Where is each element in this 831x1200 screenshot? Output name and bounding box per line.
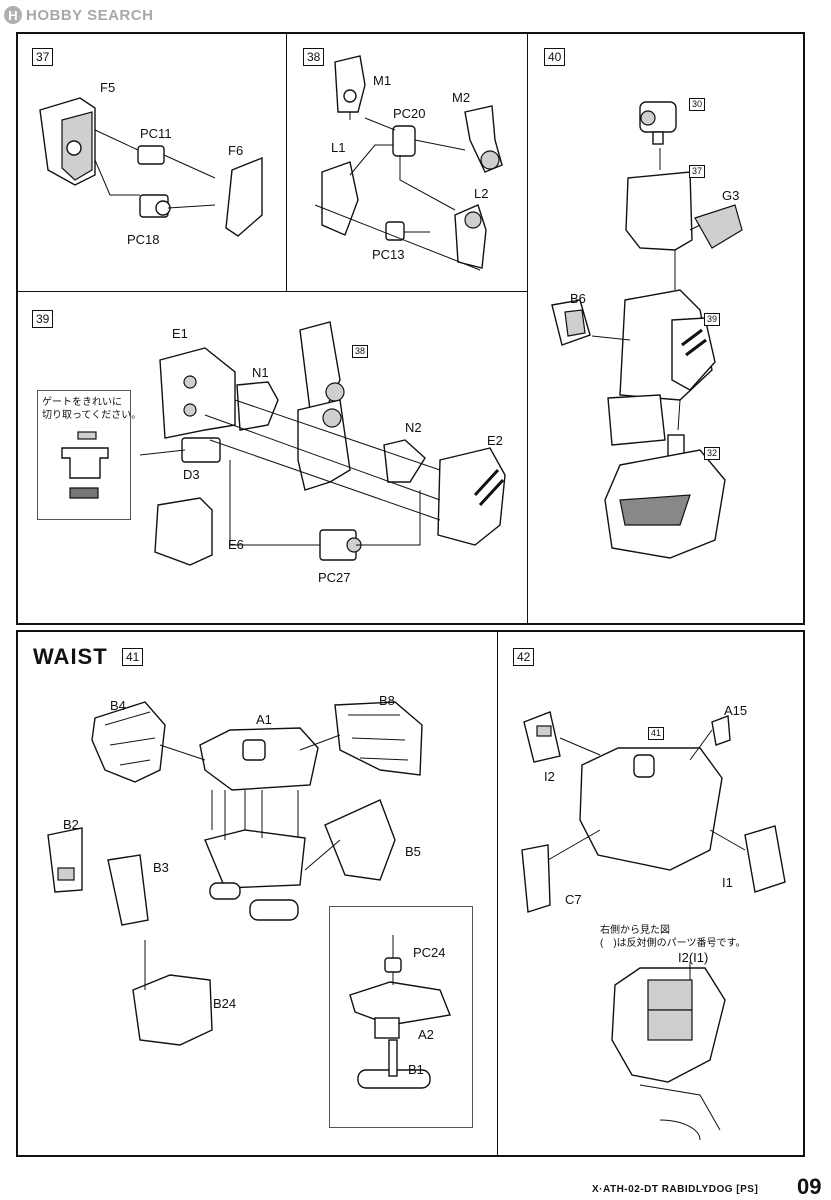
part-label-B8: B8: [379, 693, 395, 708]
part-label-PC20: PC20: [393, 106, 426, 121]
part-label-PC11: PC11: [140, 126, 172, 141]
part-label-PC13: PC13: [372, 247, 405, 262]
watermark-text: HOBBY SEARCH: [26, 6, 154, 24]
part-label-I1: I1: [722, 875, 733, 890]
right-view-note-line2: ( )は反対側のパーツ番号です。: [600, 938, 746, 949]
part-label-G3: G3: [722, 188, 740, 203]
part-label-D3: D3: [183, 467, 200, 482]
step-42-badge: 42: [513, 648, 535, 666]
part-label-B24: B24: [213, 996, 237, 1011]
ref-41-badge-a: 41: [648, 727, 665, 740]
ref-39-badge: 39: [704, 313, 721, 326]
part-label-PC27: PC27: [318, 570, 351, 585]
step-39-badge: 39: [32, 310, 54, 328]
part-label-F6: F6: [228, 143, 244, 158]
ref-37-badge: 37: [689, 165, 706, 178]
part-label-I2: I2: [544, 769, 555, 784]
divider-37-38: [286, 33, 287, 291]
part-label-PC18: PC18: [127, 232, 160, 247]
divider-row: [17, 291, 527, 292]
part-label-E6: E6: [228, 537, 244, 552]
part-label-B3: B3: [153, 860, 169, 875]
part-label-N2: N2: [405, 420, 422, 435]
part-label-E1: E1: [172, 326, 188, 341]
part-label-L1: L1: [331, 140, 346, 155]
watermark-logo: H: [4, 6, 22, 24]
part-label-A15: A15: [724, 703, 748, 718]
step-38-badge: 38: [303, 48, 325, 66]
right-view-note-line1: 右側から見た図: [600, 925, 670, 936]
top-instruction-panel: [16, 32, 805, 625]
waist-title: WAIST: [33, 644, 108, 669]
ref-30-badge: 30: [689, 98, 706, 111]
part-label-PC24: PC24: [413, 945, 446, 960]
part-label-B6: B6: [570, 291, 586, 306]
gate-note-line1: ゲートをきれいに: [42, 397, 122, 408]
part-label-M2: M2: [452, 90, 471, 105]
part-label-L2: L2: [474, 186, 489, 201]
divider-38-40: [527, 33, 528, 624]
step-37-badge: 37: [32, 48, 54, 66]
part-label-E2: E2: [487, 433, 503, 448]
part-label-M1: M1: [373, 73, 392, 88]
part-label-A2: A2: [418, 1027, 434, 1042]
part-label-F5: F5: [100, 80, 116, 95]
ref-32-badge: 32: [704, 447, 721, 460]
footer-model-name: X·ATH-02-DT RABIDLYDOG [PS]: [592, 1184, 759, 1195]
gate-note-line2: 切り取ってください。: [42, 410, 142, 421]
part-label-B4: B4: [110, 698, 126, 713]
bottom-instruction-panel: [16, 630, 805, 1157]
footer-page-number: 09: [797, 1174, 822, 1199]
part-label-B5: B5: [405, 844, 421, 859]
part-label-C7: C7: [565, 892, 582, 907]
part-label-B2: B2: [63, 817, 79, 832]
step-40-badge: 40: [544, 48, 566, 66]
watermark: H HOBBY SEARCH: [4, 4, 153, 26]
ref-38-badge: 38: [352, 345, 369, 358]
part-label-A1: A1: [256, 712, 272, 727]
part-label-I2-I1: I2(I1): [678, 950, 709, 965]
part-label-B1: B1: [408, 1062, 424, 1077]
divider-waist-42: [497, 631, 498, 1156]
step-41-badge: 41: [122, 648, 144, 666]
part-label-N1: N1: [252, 365, 269, 380]
